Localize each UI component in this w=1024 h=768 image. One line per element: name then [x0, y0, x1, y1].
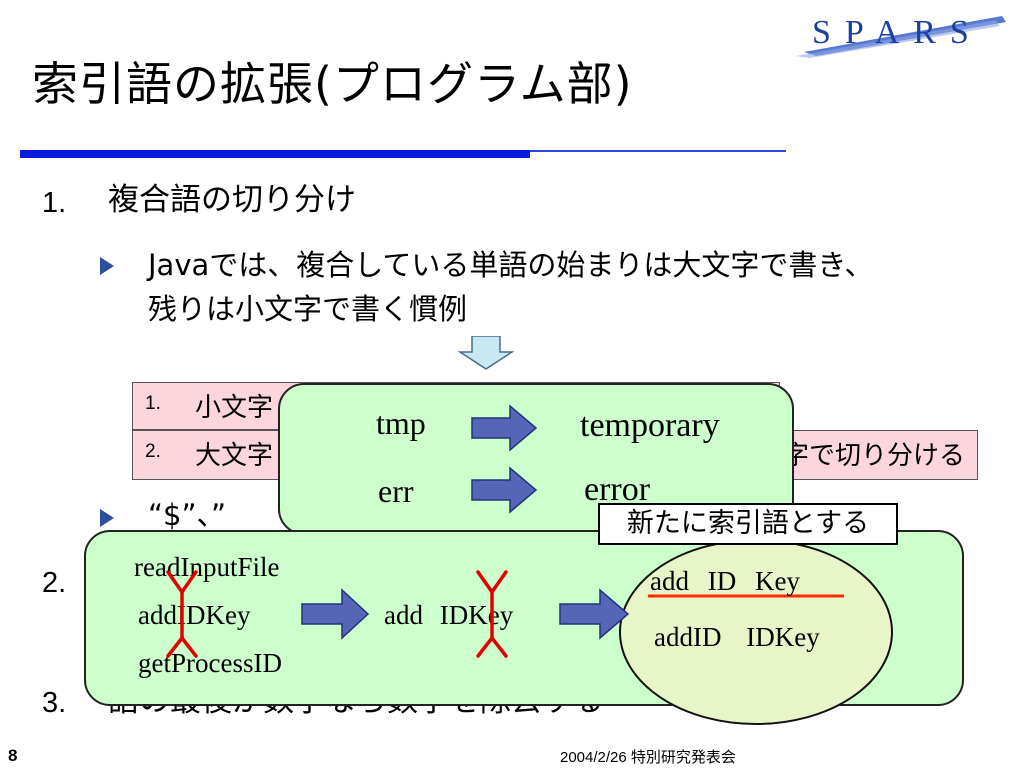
- down-arrow-icon: [458, 336, 514, 370]
- logo-swoosh-icon: [796, 16, 1006, 58]
- abbrev-to: error: [584, 471, 651, 508]
- identifier: readInputFile: [134, 552, 280, 582]
- java-note-line1: Javaでは、複合している単語の始まりは大文字で書き、: [148, 248, 874, 282]
- item-number: 2.: [42, 567, 67, 599]
- title-underline: [20, 150, 530, 158]
- split-result: add IDKey: [384, 600, 514, 630]
- bullet-triangle-icon: [100, 509, 114, 527]
- new-index-label: 新たに索引語とする: [598, 503, 898, 545]
- identifier: getProcessID: [138, 648, 282, 678]
- item-number: 1.: [42, 187, 67, 219]
- ellipse-line1: add ID Key: [650, 566, 800, 596]
- spars-logo: SPARS: [796, 12, 1006, 58]
- page-number: 8: [8, 746, 18, 765]
- item-text: 複合語の切り分け: [108, 182, 356, 218]
- identifier: addIDKey: [138, 600, 251, 630]
- bullet-triangle-icon: [100, 257, 114, 275]
- rule-text: 小文字: [195, 393, 274, 423]
- rule-number: 1.: [145, 393, 161, 414]
- logo-text: SPARS: [812, 14, 983, 51]
- footer-info: 2004/2/26 特別研究発表会: [560, 749, 736, 766]
- abbrev-from: tmp: [376, 405, 426, 441]
- java-note-line2: 残りは小文字で書く慣例: [148, 292, 468, 326]
- rule-text-tail: 字で切り分ける: [783, 441, 966, 471]
- ellipse-line2: addID IDKey: [654, 622, 820, 652]
- title-underline-thin: [530, 150, 786, 152]
- rule-text: 大文字: [195, 441, 274, 471]
- item-number: 3.: [42, 687, 67, 719]
- dollar-note: “$”、”: [148, 498, 227, 532]
- abbrev-to: temporary: [580, 407, 720, 444]
- rule-number: 2.: [145, 441, 161, 462]
- slide-title: 索引語の拡張(プログラム部): [32, 57, 633, 111]
- abbrev-from: err: [378, 473, 414, 509]
